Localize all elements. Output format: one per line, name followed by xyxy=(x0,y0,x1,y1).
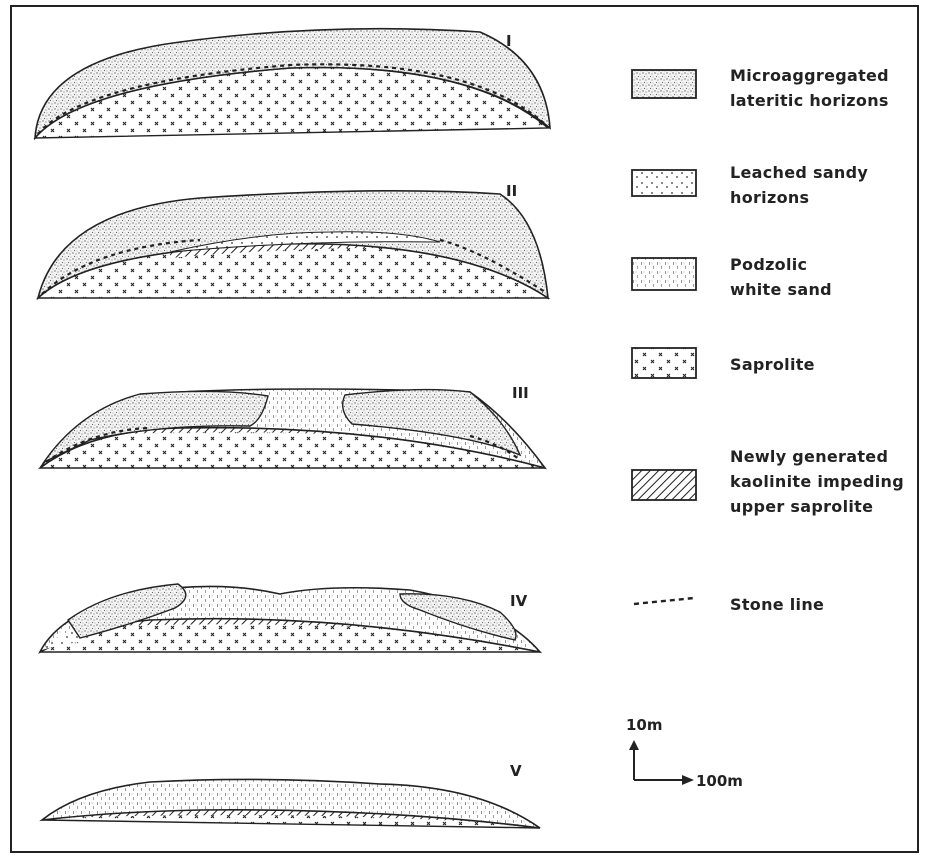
profile-iv-label: IV xyxy=(510,592,528,610)
legend-label-leached: Leached sandy horizons xyxy=(730,160,868,210)
legend-swatch-leached xyxy=(632,170,696,196)
legend-swatch-podzolic xyxy=(632,258,696,290)
profile-iv: IV xyxy=(40,584,540,652)
legend-label-stone-line: Stone line xyxy=(730,592,824,617)
legend-label-podzolic: Podzolic white sand xyxy=(730,252,832,302)
legend-label-microaggregated: Microaggregated lateritic horizons xyxy=(730,63,889,113)
scale-bar: 10m 100m xyxy=(626,716,743,790)
legend-swatch-saprolite xyxy=(632,348,696,378)
legend-swatch-microaggregated xyxy=(632,70,696,98)
profile-iii: III xyxy=(40,384,545,468)
legend-swatches xyxy=(632,70,696,604)
profile-i: I xyxy=(35,29,550,138)
arrow-up-icon xyxy=(629,740,639,750)
profile-iii-label: III xyxy=(512,384,529,402)
legend-label-saprolite: Saprolite xyxy=(730,352,815,377)
legend-swatch-stone-line xyxy=(634,598,694,604)
arrow-right-icon xyxy=(682,775,694,785)
scale-horizontal-label: 100m xyxy=(696,772,743,790)
legend-swatch-kaolinite xyxy=(632,470,696,500)
profile-i-label: I xyxy=(506,32,512,50)
profile-ii: II xyxy=(38,182,548,298)
profile-ii-label: II xyxy=(506,182,517,200)
profile-v-label: V xyxy=(510,762,522,780)
profile-v: V xyxy=(42,762,540,828)
scale-vertical-label: 10m xyxy=(626,716,663,734)
legend-label-kaolinite: Newly generated kaolinite impeding upper… xyxy=(730,444,904,519)
